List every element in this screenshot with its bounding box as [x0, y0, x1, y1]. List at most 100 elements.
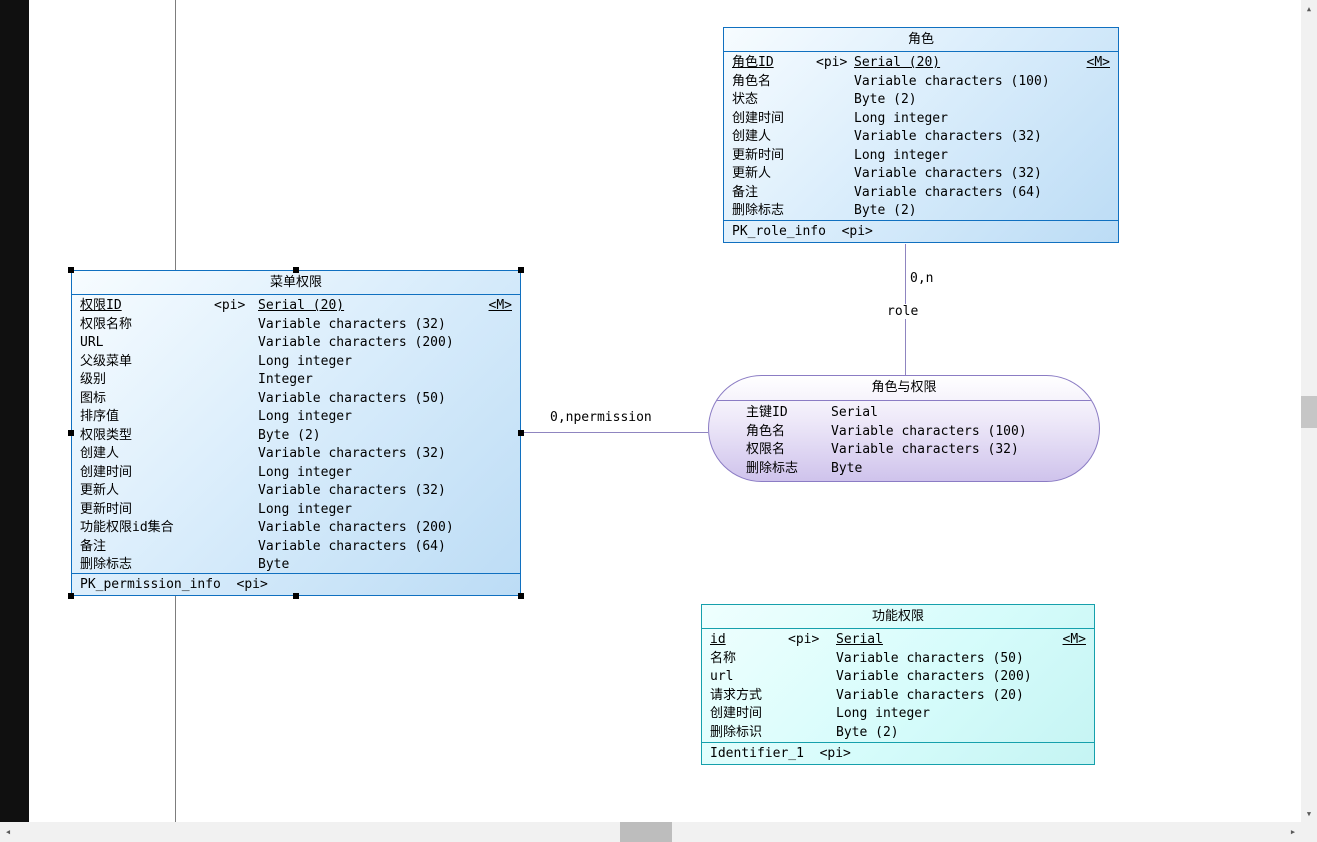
scroll-right-icon[interactable]: ▶ — [1285, 822, 1301, 842]
column-row: 角色ID<pi>Serial (20)<M> — [724, 54, 1118, 73]
column-type: Variable characters (200) — [836, 669, 1032, 684]
column-name: 创建人 — [80, 446, 120, 461]
selection-handle-mid-right[interactable] — [518, 430, 524, 436]
column-mod — [816, 73, 854, 92]
horizontal-scrollbar[interactable]: ◀ ▶ — [0, 822, 1301, 842]
column-row: 创建人 Variable characters (32) — [724, 128, 1118, 147]
selection-handle-bottom-left[interactable] — [68, 593, 74, 599]
selection-handle-bottom-right[interactable] — [518, 593, 524, 599]
scroll-up-icon[interactable]: ▲ — [1301, 0, 1317, 17]
column-type: Integer — [258, 372, 313, 387]
column-mod — [214, 556, 258, 573]
column-mod — [816, 128, 854, 147]
column-flag — [472, 538, 512, 557]
scroll-down-icon[interactable]: ▼ — [1301, 805, 1317, 822]
column-mod — [214, 408, 258, 427]
column-mod — [816, 165, 854, 184]
column-flag — [1066, 202, 1110, 220]
column-type: Byte (2) — [854, 203, 917, 218]
column-type: Variable characters (50) — [258, 390, 446, 406]
column-flag — [1042, 705, 1086, 724]
column-mod — [788, 705, 836, 724]
column-flag — [472, 353, 512, 372]
column-name: 创建时间 — [732, 110, 785, 126]
column-name: URL — [80, 335, 104, 350]
column-mod — [816, 202, 854, 220]
selection-handle-mid-left[interactable] — [68, 430, 74, 436]
horizontal-scrollbar-thumb[interactable] — [620, 822, 672, 842]
column-name: 更新时间 — [732, 147, 785, 163]
column-type: Variable characters (64) — [258, 538, 446, 554]
column-type: Serial (20) — [854, 55, 941, 70]
column-type: Byte (2) — [854, 92, 917, 107]
column-flag — [1066, 184, 1110, 203]
selection-handle-bottom-mid[interactable] — [293, 593, 299, 599]
link-menu-to-association[interactable] — [522, 432, 708, 433]
column-mod: <pi> — [214, 298, 246, 313]
link-role-name-label: role — [885, 304, 921, 319]
column-type: Variable characters (100) — [854, 73, 1050, 89]
column-row: 删除标识 Byte (2) — [702, 724, 1094, 743]
link-permission-label: 0,npermission — [550, 410, 652, 425]
entity-footer: PK_role_info <pi> — [724, 220, 1118, 242]
column-flag — [1066, 110, 1110, 129]
column-name: 创建人 — [732, 129, 772, 144]
selection-handle-top-right[interactable] — [518, 267, 524, 273]
selection-handle-top-mid[interactable] — [293, 267, 299, 273]
column-type: Variable characters (32) — [854, 129, 1042, 144]
column-name: id — [710, 632, 726, 647]
column-row: 角色名 Variable characters (100) — [724, 73, 1118, 92]
vertical-scrollbar[interactable]: ▲ ▼ — [1301, 0, 1317, 822]
column-name: 权限名 — [746, 442, 786, 457]
entity-footer: Identifier_1 <pi> — [702, 742, 1094, 764]
column-row: 级别 Integer — [72, 371, 520, 390]
column-name: 创建时间 — [710, 706, 763, 721]
column-flag — [1042, 687, 1086, 706]
column-flag — [1042, 668, 1086, 687]
column-type: Long integer — [836, 706, 930, 721]
column-flag — [1066, 128, 1110, 147]
left-dark-panel — [0, 0, 29, 822]
column-name: 删除标识 — [710, 724, 763, 740]
column-name: 删除标志 — [80, 557, 133, 572]
column-name: 备注 — [80, 538, 107, 554]
scroll-left-icon[interactable]: ◀ — [0, 822, 16, 842]
column-row: 创建时间 Long integer — [702, 705, 1094, 724]
column-flag — [1066, 147, 1110, 166]
column-name: 更新人 — [732, 166, 772, 181]
column-name: 级别 — [80, 372, 107, 387]
column-flag: <M> — [488, 298, 512, 313]
column-flag — [472, 519, 512, 538]
entity-title: 功能权限 — [702, 605, 1094, 629]
column-name: 角色名 — [732, 73, 772, 89]
column-type: Variable characters (32) — [854, 166, 1042, 181]
column-row: 权限ID<pi>Serial (20)<M> — [72, 297, 520, 316]
column-type: Long integer — [854, 110, 948, 126]
column-type: Byte (2) — [836, 724, 899, 740]
column-flag: <M> — [1086, 55, 1110, 70]
vertical-scrollbar-thumb[interactable] — [1301, 396, 1317, 428]
column-flag: <M> — [1062, 632, 1086, 647]
selection-handle-top-left[interactable] — [68, 267, 74, 273]
column-name: 角色ID — [732, 55, 774, 70]
column-name: 父级菜单 — [80, 353, 133, 369]
column-type: Variable characters (32) — [258, 316, 446, 332]
column-type: Long integer — [258, 501, 352, 517]
